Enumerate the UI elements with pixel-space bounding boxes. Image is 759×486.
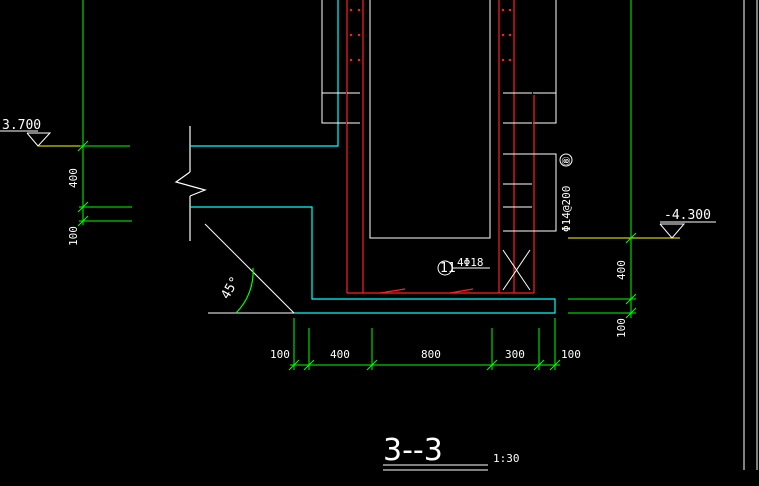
rebar-main-mark: ⑧ bbox=[560, 156, 573, 166]
section-title: 3--3 bbox=[383, 433, 443, 468]
left-dim-100: 100 bbox=[67, 226, 80, 246]
rebar-main-label: Φ14@200 bbox=[560, 186, 573, 232]
right-dim-400: 400 bbox=[615, 260, 628, 280]
rebar-leader-corner bbox=[437, 260, 490, 276]
bottom-dim-2: 400 bbox=[330, 348, 350, 361]
rebar-cage bbox=[346, 0, 535, 294]
right-elevation-label: -4.300 bbox=[664, 208, 711, 223]
slope-lines bbox=[204, 223, 295, 314]
rebar-corner-mark: 11 bbox=[440, 261, 456, 276]
bottom-dim-1: 100 bbox=[270, 348, 290, 361]
bottom-dimension-chain bbox=[288, 318, 561, 371]
right-dimension-group bbox=[568, 221, 716, 319]
bottom-dim-3: 800 bbox=[421, 348, 441, 361]
left-elevation-label: 3.700 bbox=[2, 118, 41, 133]
rebar-leader-main bbox=[532, 153, 573, 232]
right-dim-100: 100 bbox=[615, 318, 628, 338]
frame-lines bbox=[630, 0, 758, 470]
left-dim-400: 400 bbox=[67, 168, 80, 188]
slab-outline bbox=[190, 0, 556, 314]
scale-label: 1:30 bbox=[493, 452, 520, 465]
stirrup-ticks bbox=[347, 92, 532, 291]
rebar-corner-label: 4Φ18 bbox=[457, 256, 484, 269]
bottom-dim-5: 100 bbox=[561, 348, 581, 361]
title-underline bbox=[383, 464, 488, 471]
rebar-dots bbox=[349, 8, 512, 62]
break-line bbox=[174, 126, 207, 241]
left-dimension-group bbox=[0, 0, 132, 227]
bottom-dim-4: 300 bbox=[505, 348, 525, 361]
wall-outlines bbox=[321, 0, 557, 239]
